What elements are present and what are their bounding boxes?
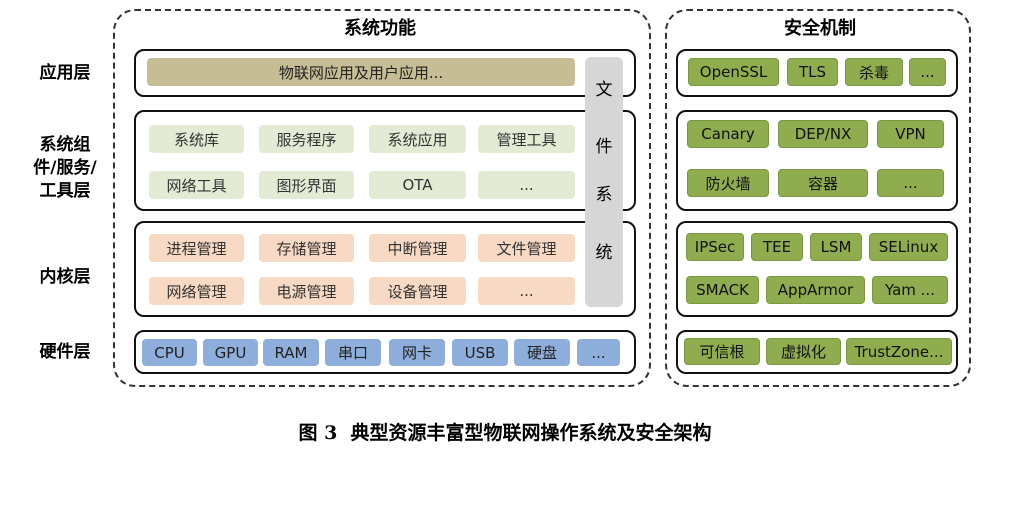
security-tls: TLS	[787, 58, 838, 86]
component-layer-label: 系统组 件/服务/ 工具层	[20, 134, 110, 203]
kernel-process-management: 进程管理	[149, 234, 244, 262]
security-ipsec: IPSec	[686, 233, 744, 261]
security-antivirus: 杀毒	[845, 58, 903, 86]
kernel-more: ...	[478, 277, 575, 305]
hardware-network-card: 网卡	[389, 339, 445, 366]
hardware-serial-port: 串口	[325, 339, 381, 366]
hardware-usb: USB	[452, 339, 508, 366]
app-layer-label: 应用层	[39, 63, 91, 83]
security-dep-nx: DEP/NX	[778, 120, 868, 148]
security-vpn: VPN	[877, 120, 944, 148]
hardware-ram: RAM	[263, 339, 319, 366]
file-system-bar	[585, 57, 623, 307]
kernel-layer-label: 内核层	[39, 267, 91, 287]
kernel-interrupt-management: 中断管理	[369, 234, 466, 262]
security-app-more: ...	[909, 58, 946, 86]
security-canary: Canary	[687, 120, 769, 148]
security-apparmor: AppArmor	[766, 276, 865, 304]
security-tee: TEE	[751, 233, 803, 261]
hardware-hard-disk: 硬盘	[514, 339, 570, 366]
hardware-more: ...	[577, 339, 620, 366]
security-virtualization: 虚拟化	[766, 338, 841, 365]
system-functions-group	[113, 9, 651, 387]
system-functions-title: 系统功能	[344, 18, 416, 39]
component-layer-label-line3: 工具层	[39, 181, 91, 201]
security-lsm: LSM	[810, 233, 862, 261]
component-system-library: 系统库	[149, 125, 244, 153]
kernel-file-management: 文件管理	[478, 234, 575, 262]
security-root-of-trust: 可信根	[684, 338, 760, 365]
hardware-cpu: CPU	[142, 339, 197, 366]
security-group	[665, 9, 971, 387]
security-openssl: OpenSSL	[688, 58, 779, 86]
kernel-power-management: 电源管理	[259, 277, 354, 305]
security-components-more: ...	[877, 169, 944, 197]
component-management-tools: 管理工具	[478, 125, 575, 153]
component-layer-label-line1: 系统组	[39, 135, 91, 155]
file-system-label-4: 统	[595, 243, 613, 263]
component-ota: OTA	[369, 171, 466, 199]
security-yama: Yam ...	[872, 276, 948, 304]
security-selinux: SELinux	[869, 233, 948, 261]
hardware-gpu: GPU	[203, 339, 258, 366]
security-title: 安全机制	[784, 18, 856, 39]
component-more: ...	[478, 171, 575, 199]
component-graphical-interface: 图形界面	[259, 171, 354, 199]
component-layer-label-line2: 件/服务/	[33, 158, 97, 178]
file-system-label-2: 件	[595, 137, 613, 157]
file-system-label-1: 文	[595, 80, 613, 100]
kernel-device-management: 设备管理	[369, 277, 466, 305]
figure-caption: 图 3 典型资源丰富型物联网操作系统及安全架构	[298, 422, 712, 444]
security-trustzone: TrustZone...	[846, 338, 952, 365]
security-container: 容器	[778, 169, 868, 197]
app-content-bar: 物联网应用及用户应用...	[147, 58, 575, 86]
security-firewall: 防火墙	[687, 169, 769, 197]
security-smack: SMACK	[686, 276, 759, 304]
kernel-network-management: 网络管理	[149, 277, 244, 305]
kernel-storage-management: 存储管理	[259, 234, 354, 262]
file-system-label-3: 系	[595, 185, 613, 205]
component-system-apps: 系统应用	[369, 125, 466, 153]
component-network-tools: 网络工具	[149, 171, 244, 199]
component-service-programs: 服务程序	[259, 125, 354, 153]
hardware-layer-label: 硬件层	[39, 342, 91, 362]
